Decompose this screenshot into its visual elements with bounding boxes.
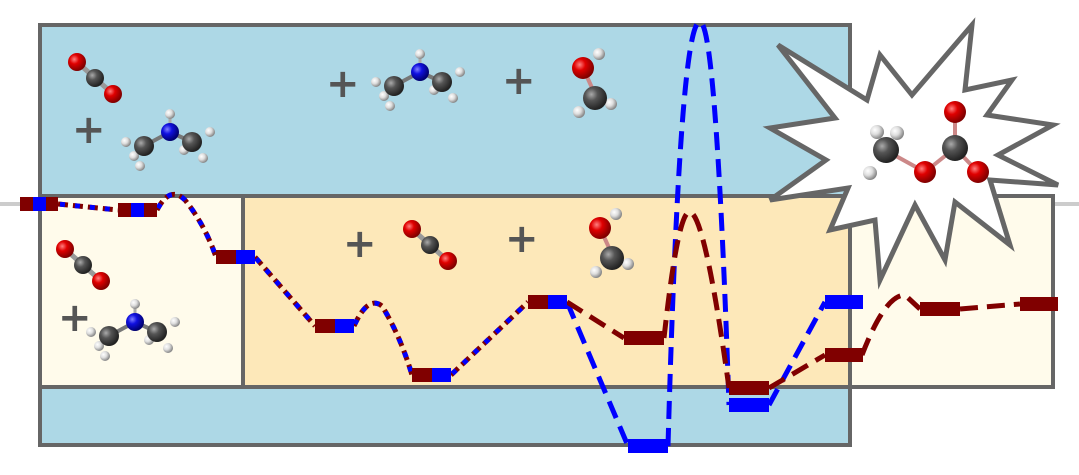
plus-sign: + xyxy=(72,107,106,153)
plus-sign: + xyxy=(58,295,92,341)
left-region xyxy=(38,194,245,389)
common-pathway xyxy=(57,191,530,377)
energy-levels-shared xyxy=(20,197,567,382)
energy-levels-blue xyxy=(628,295,863,453)
plus-sign: + xyxy=(343,221,377,267)
blue-pathway xyxy=(564,19,828,447)
middle-region xyxy=(241,194,852,389)
plus-sign: + xyxy=(326,61,360,107)
red-pathway xyxy=(565,209,1021,391)
plus-sign: + xyxy=(505,216,539,262)
methyl-carbonate-molecule-icon xyxy=(863,101,989,183)
product-starburst xyxy=(762,17,1061,290)
plus-sign: + xyxy=(502,58,536,104)
energy-levels-red xyxy=(624,297,1058,395)
